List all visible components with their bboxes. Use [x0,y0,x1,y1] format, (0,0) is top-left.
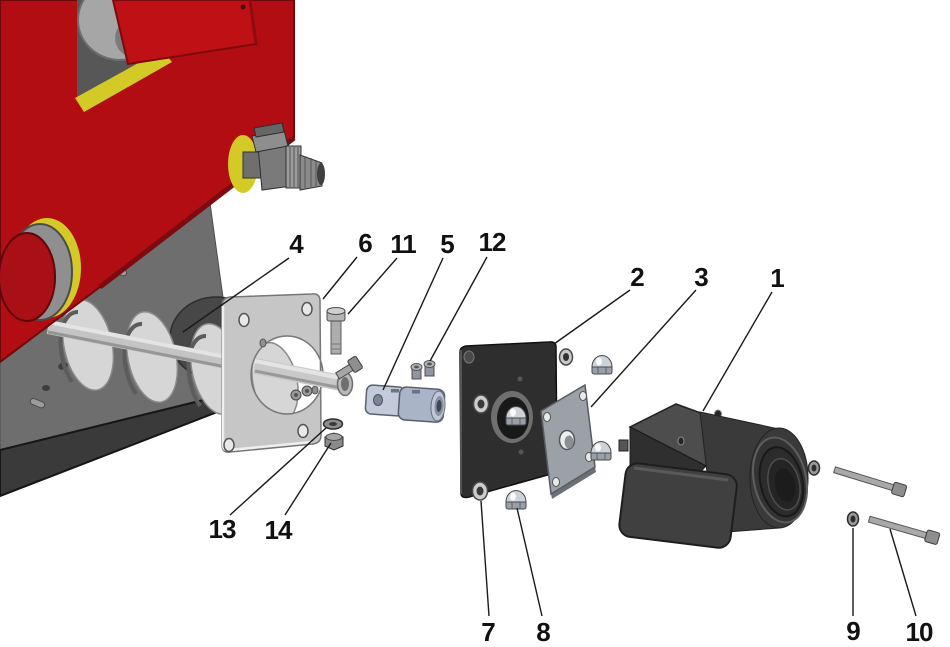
shaft-coupling [364,384,446,423]
leader-line-8 [516,507,543,617]
long-bolt-10 [833,466,908,498]
tube-pin-bolt [335,356,363,380]
flange-corner-hole [223,437,235,453]
leader-line-12 [429,256,488,362]
drain-valve [228,122,325,193]
burner-drum [0,218,81,322]
callout-13: 13 [208,514,237,544]
leader-line-6 [322,256,358,300]
leader-lines [182,256,917,617]
callout-1: 1 [770,263,785,293]
leader-line-3 [590,289,697,408]
boiler-body [0,0,325,364]
callout-12: 12 [478,227,507,257]
yellow-trim [75,50,172,112]
leader-line-10 [889,528,917,617]
flange-plate [221,293,324,453]
flange-corner-hole [297,423,309,439]
leader-line-1 [702,291,773,412]
set-screws [410,360,436,380]
washer [558,348,574,366]
flange-corner-hole [238,312,250,328]
callout-2: 2 [630,262,645,292]
leader-line-11 [347,257,398,315]
cap-nuts [505,355,613,510]
callout-7: 7 [481,617,496,647]
bushing-7 [471,481,489,501]
callout-8: 8 [536,617,551,647]
leader-line-7 [480,500,490,617]
leader-line-2 [553,289,631,345]
hex-bolt-11 [326,307,346,355]
washer-9 [807,460,821,476]
leader-line-14 [284,442,332,516]
washer-13 [322,418,344,430]
long-bolt-10 [867,515,941,545]
motor-terminal-box [618,462,738,549]
auger-screw [46,298,299,423]
callout-3: 3 [694,262,709,292]
callout-9: 9 [846,616,861,646]
callout-14: 14 [264,515,293,545]
flange-corner-hole [301,301,313,317]
callout-5: 5 [440,229,455,259]
gear-motor [618,403,809,549]
callout-11: 11 [390,229,416,259]
callout-6: 6 [358,228,373,258]
auger-tube-end [253,356,363,401]
callout-10: 10 [905,617,934,647]
washer-9 [846,511,860,527]
bushing-7 [472,394,490,414]
boiler-lid [111,0,258,66]
callout-4: 4 [289,229,304,259]
leader-line-5 [382,257,444,391]
leader-line-13 [229,427,327,516]
adapter-plate [540,383,596,499]
leader-line-4 [182,257,290,333]
